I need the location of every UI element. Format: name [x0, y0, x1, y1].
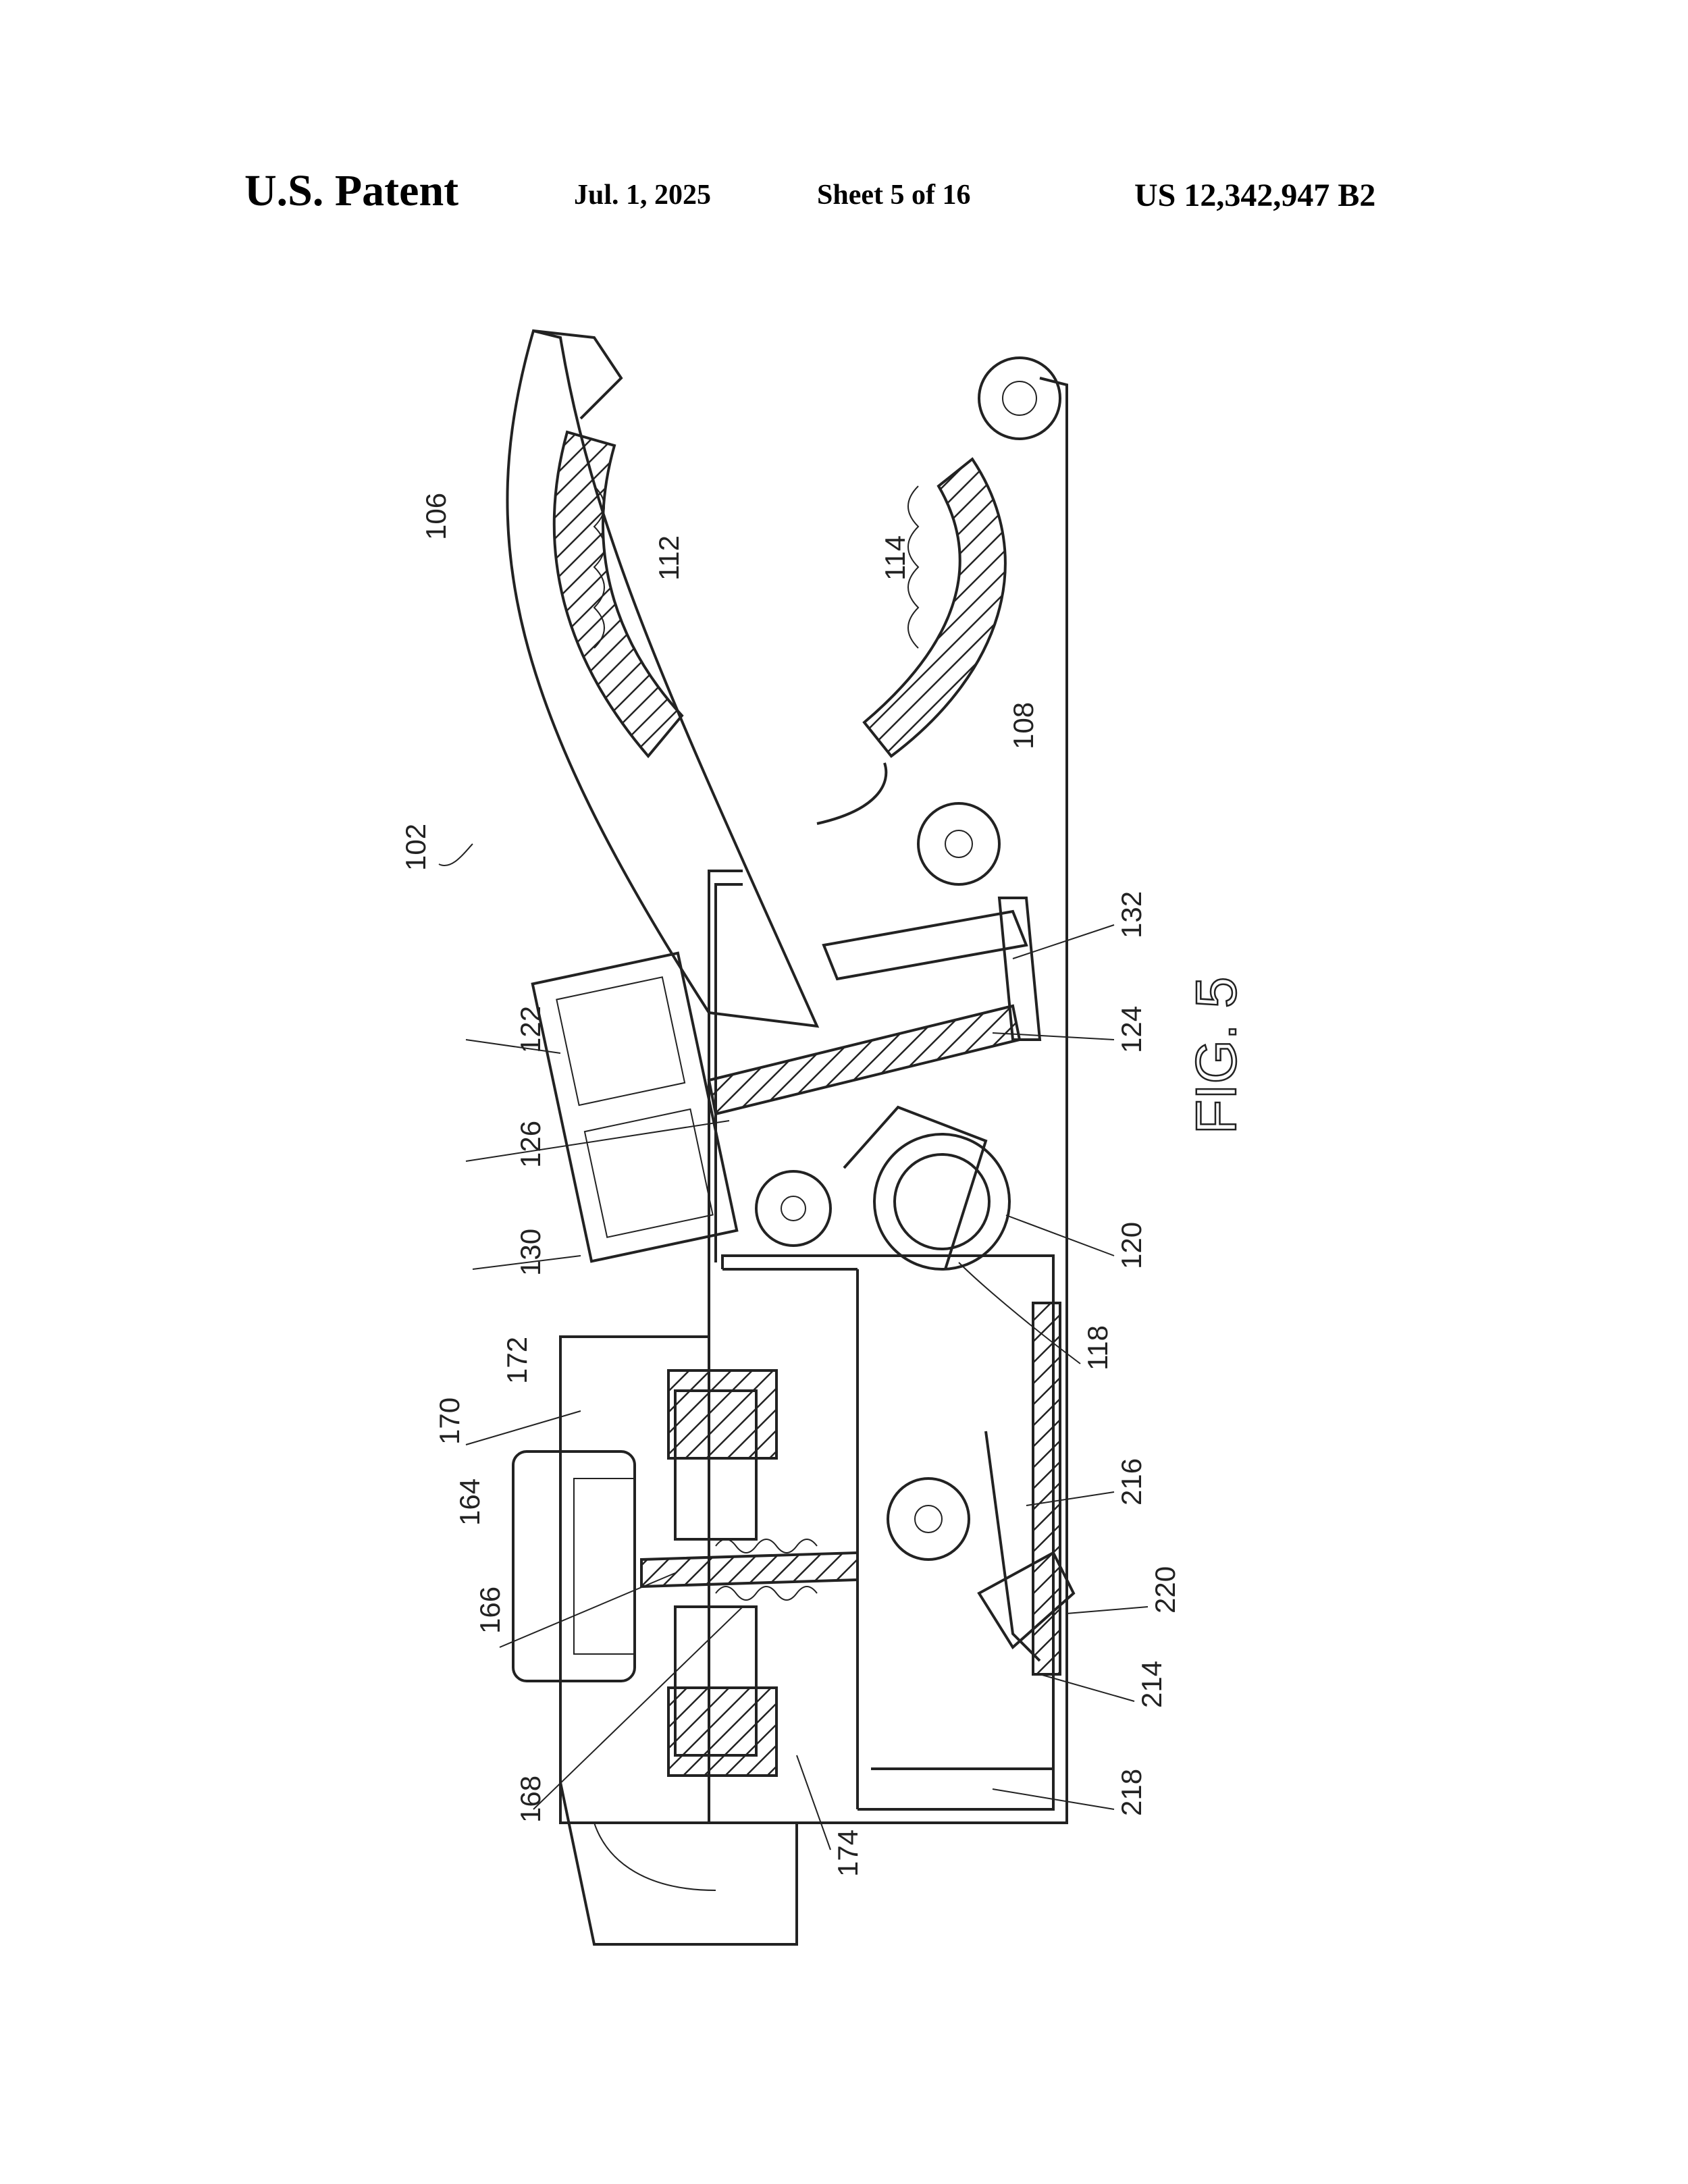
patent-title: U.S. Patent — [244, 166, 459, 215]
ref-118: 118 — [1082, 1325, 1113, 1370]
ref-168: 168 — [515, 1776, 546, 1823]
ref-214: 214 — [1136, 1661, 1167, 1708]
ref-124: 124 — [1115, 1006, 1147, 1053]
spool — [843, 1105, 1011, 1271]
figure-label: FIG. 5 — [1184, 977, 1248, 1134]
reference-labels: 102 106 112 114 108 132 124 122 126 130 … — [400, 493, 1181, 1877]
ref-166: 166 — [474, 1587, 506, 1634]
upper-jaw — [506, 329, 820, 1028]
ref-132: 132 — [1115, 891, 1147, 938]
ref-170: 170 — [433, 1397, 465, 1445]
ref-112: 112 — [653, 535, 685, 581]
ref-108: 108 — [1007, 702, 1039, 749]
ref-216: 216 — [1115, 1458, 1147, 1506]
ref-172: 172 — [501, 1337, 533, 1384]
patent-number: US 12,342,947 B2 — [1134, 178, 1376, 213]
leader-lines — [438, 843, 1149, 1850]
ref-174: 174 — [832, 1830, 864, 1877]
ref-114: 114 — [879, 535, 911, 581]
pivot-pins — [755, 802, 1001, 1561]
ref-122: 122 — [515, 1006, 546, 1053]
ref-120: 120 — [1115, 1222, 1147, 1269]
latch-lever — [871, 1302, 1076, 1809]
ref-130: 130 — [515, 1229, 546, 1276]
sheet-number: Sheet 5 of 16 — [817, 180, 971, 211]
button-assembly — [531, 897, 1042, 1263]
ref-218: 218 — [1115, 1769, 1147, 1816]
ref-220: 220 — [1149, 1566, 1181, 1614]
ref-164: 164 — [454, 1479, 485, 1526]
patent-date: Jul. 1, 2025 — [574, 180, 712, 211]
ref-126: 126 — [515, 1121, 546, 1168]
ref-106: 106 — [420, 493, 452, 540]
lower-jaw — [816, 356, 1061, 825]
lower-module — [512, 1335, 859, 1946]
ref-102: 102 — [400, 824, 431, 871]
